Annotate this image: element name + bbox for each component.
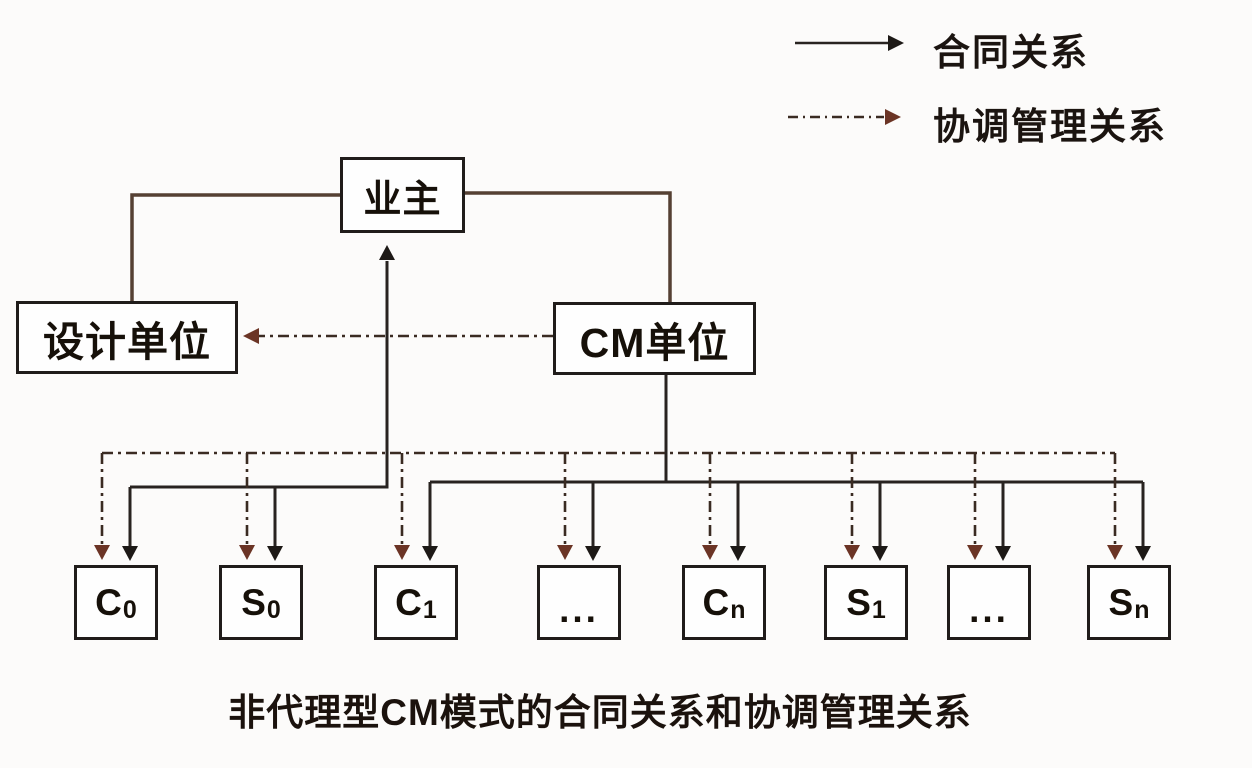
arrowhead-coordination bbox=[967, 545, 983, 560]
contractor-box-ellipsis-2: ... bbox=[947, 565, 1031, 640]
contractor-subscript: 1 bbox=[422, 596, 437, 624]
arrowhead-contract bbox=[585, 546, 601, 561]
legend-contract-arrow-icon bbox=[888, 35, 904, 51]
arrowhead-contract bbox=[122, 546, 138, 561]
contractor-label: S bbox=[241, 581, 266, 623]
design-unit-box: 设计单位 bbox=[16, 301, 238, 374]
contractor-label: S bbox=[1108, 581, 1134, 623]
arrowhead-contract bbox=[995, 546, 1011, 561]
contractor-box-ellipsis-1: ... bbox=[537, 565, 621, 640]
arrowhead-contract bbox=[1135, 546, 1151, 561]
contractor-label: C bbox=[702, 581, 730, 623]
contractor-label: S bbox=[846, 581, 871, 623]
arrowhead-contract bbox=[730, 546, 746, 561]
owner-label: 业主 bbox=[363, 178, 442, 221]
arrowhead-coordination bbox=[94, 545, 110, 560]
edge-owner-cm bbox=[465, 191, 672, 302]
contractor-label: ... bbox=[969, 588, 1009, 630]
contract-edges bbox=[122, 191, 1151, 561]
arrowhead-contract bbox=[267, 546, 283, 561]
contractor-label: C bbox=[395, 581, 422, 623]
diagram-caption: 非代理型CM模式的合同关系和协调管理关系 bbox=[228, 692, 972, 733]
arrowhead-coordination bbox=[844, 545, 860, 560]
cm-unit-label: CM单位 bbox=[579, 319, 730, 366]
arrowhead-contract bbox=[872, 546, 888, 561]
edge-owner-design bbox=[130, 193, 340, 301]
cm-unit-box: CM单位 bbox=[553, 302, 756, 375]
contractor-subscript: 0 bbox=[122, 596, 137, 624]
contractor-subscript: 0 bbox=[266, 596, 281, 624]
contractor-label: C bbox=[95, 581, 122, 623]
contractor-label: ... bbox=[559, 588, 599, 630]
contractor-subscript: n bbox=[730, 596, 746, 624]
arrowhead-cm-design bbox=[243, 328, 259, 344]
arrowhead-coordination bbox=[557, 545, 573, 560]
arrowhead-coordination bbox=[239, 545, 255, 560]
edge-owner-contract-bus bbox=[130, 261, 389, 489]
owner-box: 业主 bbox=[340, 157, 465, 233]
legend-coordination-arrow-icon bbox=[885, 109, 901, 125]
coordination-edges bbox=[94, 328, 1123, 560]
legend-item-coordination: 协调管理关系 bbox=[933, 106, 1167, 147]
arrowhead-coordination bbox=[394, 545, 410, 560]
arrowhead-contract bbox=[422, 546, 438, 561]
contractor-subscript: n bbox=[1134, 596, 1150, 624]
arrowhead-into-owner bbox=[379, 245, 395, 260]
arrowhead-coordination bbox=[702, 545, 718, 560]
contractor-subscript: 1 bbox=[871, 596, 886, 624]
legend-item-contract: 合同关系 bbox=[933, 32, 1089, 73]
design-unit-label: 设计单位 bbox=[43, 318, 211, 365]
arrowhead-coordination bbox=[1107, 545, 1123, 560]
legend-arrows bbox=[788, 35, 904, 125]
